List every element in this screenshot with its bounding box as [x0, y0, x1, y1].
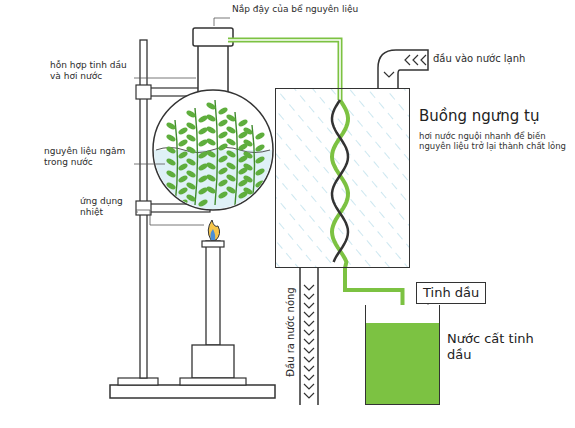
collection-vessel: Nước cất tinh dầu [365, 305, 440, 405]
inlet-label: đầu vào nước lạnh [433, 53, 568, 65]
node-description: hơi nước nguội nhanh để biến nguyên liệu… [419, 131, 567, 151]
part-label: Nắp đậy của bể nguyên liệu [232, 4, 362, 15]
part-label: hỗn hợp tinh dầu và hơi nước [50, 60, 132, 82]
condensate-tube [345, 268, 403, 305]
node-label: Tinh dầu [423, 285, 479, 301]
part-label: ứng dụng nhiệt [80, 196, 134, 218]
label-box: Tinh dầu [416, 282, 486, 304]
condenser-box: Buồng ngưng tụhơi nước nguội nhanh để bi… [275, 88, 410, 268]
part-label: nguyên liệu ngâm trong nước [44, 146, 132, 168]
outlet-label: Đầu ra nước nóng [285, 277, 297, 387]
node-side-label: Nước cất tinh dầu [447, 331, 539, 362]
node-heading: Buồng ngưng tụ [419, 107, 569, 125]
